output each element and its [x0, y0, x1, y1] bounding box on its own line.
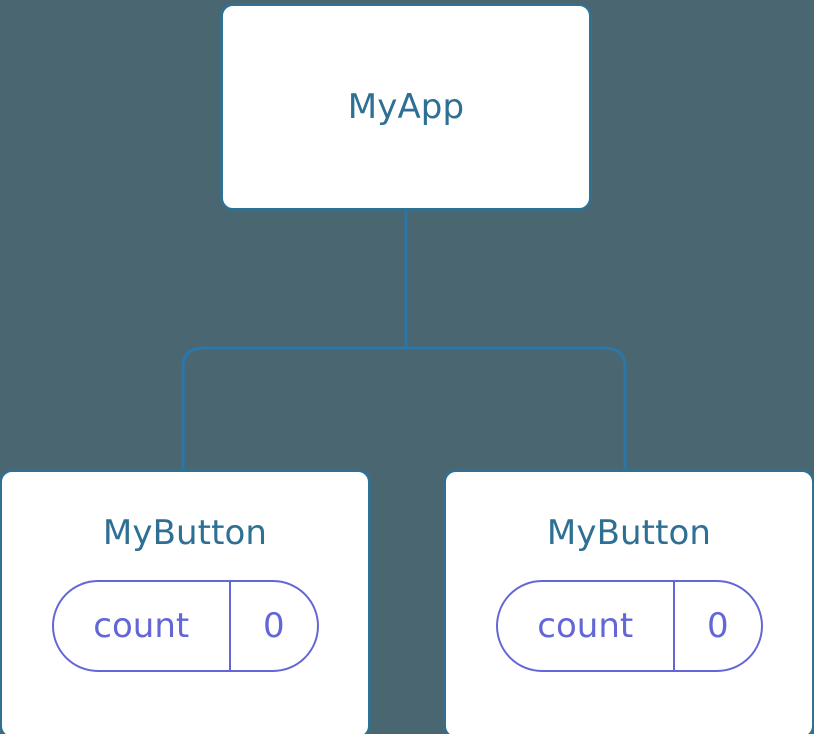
node-title: MyButton [102, 513, 268, 553]
node-mybutton-left[interactable]: MyButton count 0 [0, 469, 371, 734]
node-mybutton-right[interactable]: MyButton count 0 [443, 469, 814, 734]
state-value: 0 [262, 606, 285, 646]
state-key: count [498, 582, 676, 670]
edge-to-left-child [181, 346, 406, 470]
node-myapp[interactable]: MyApp [220, 3, 592, 211]
node-title: MyButton [546, 513, 712, 553]
state-value: 0 [706, 606, 729, 646]
state-pill[interactable]: count 0 [51, 580, 319, 672]
state-pill[interactable]: count 0 [495, 580, 763, 672]
node-title: MyApp [347, 87, 465, 127]
edge-to-right-child [406, 346, 627, 470]
state-key: count [54, 582, 232, 670]
